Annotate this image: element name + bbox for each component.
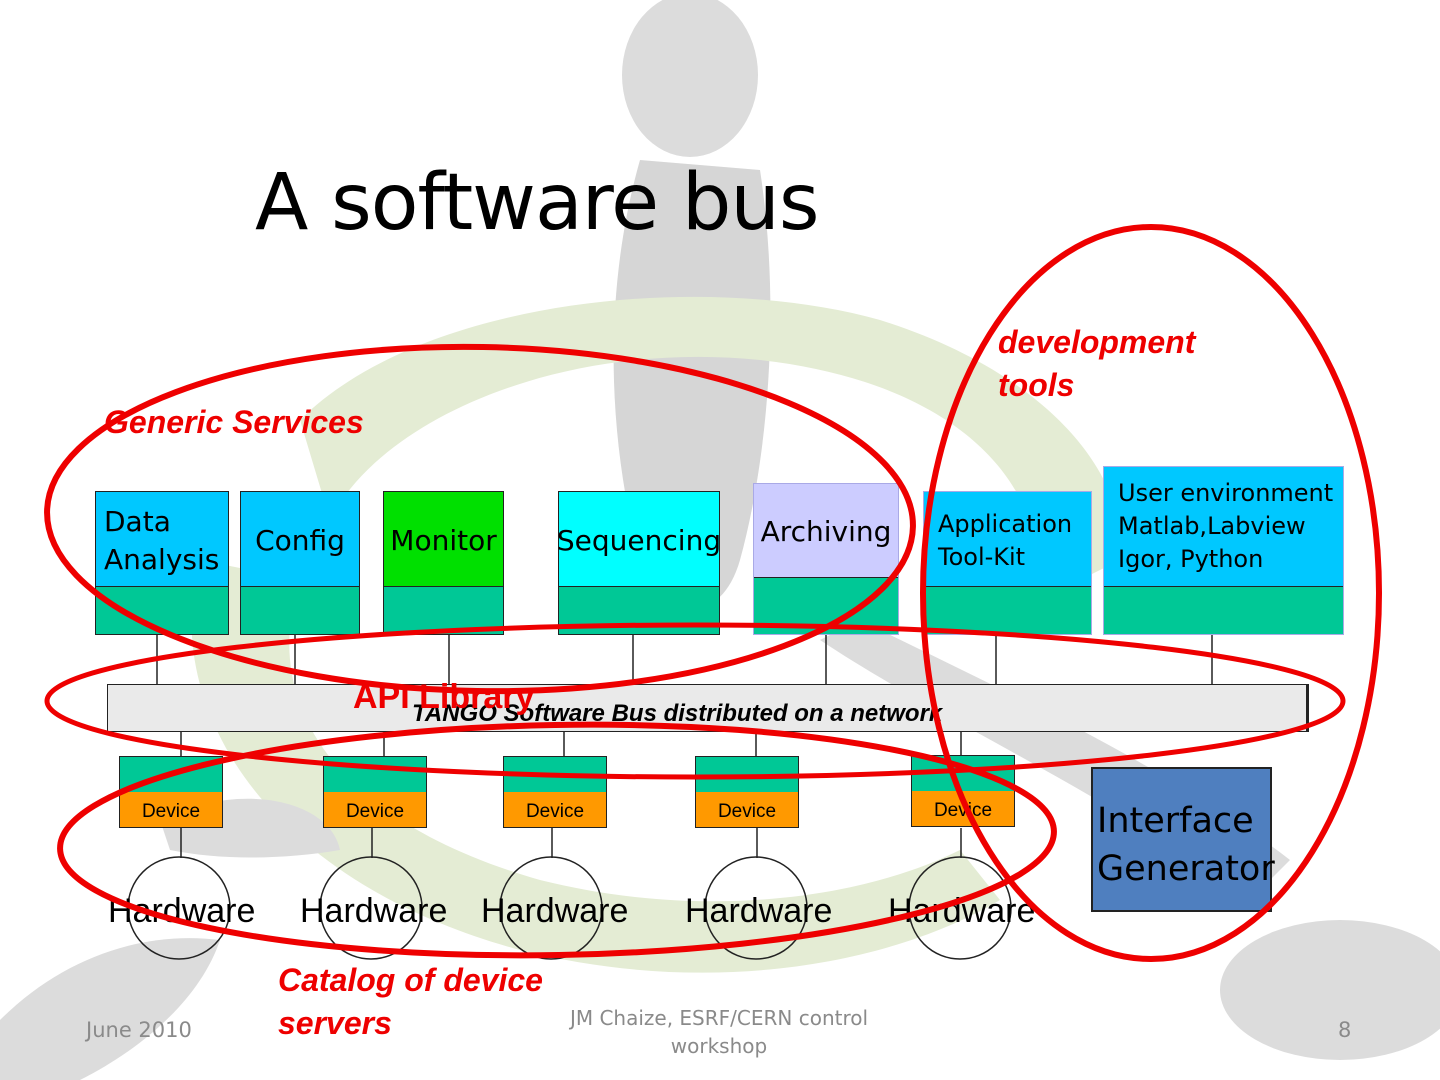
service-label: Archiving bbox=[760, 515, 892, 548]
device-label: Device bbox=[120, 792, 222, 827]
interface-generator-box: Interface Generator bbox=[1091, 767, 1275, 912]
development-tools-label: development tools bbox=[998, 324, 1196, 403]
service-api-block bbox=[1104, 586, 1343, 634]
hardware-circle-2 bbox=[319, 856, 423, 960]
tango-bus-label: TANGO Software Bus distributed on a netw… bbox=[412, 700, 943, 727]
footer-page-number: 8 bbox=[1338, 1018, 1352, 1042]
hardware-label-2: Hardware bbox=[300, 892, 448, 930]
generic-services-ellipse bbox=[44, 343, 916, 695]
api-library-label: API Library bbox=[353, 678, 535, 716]
service-label: Sequencing bbox=[556, 523, 722, 557]
hardware-circle-4 bbox=[704, 856, 808, 960]
service-label: Monitor bbox=[390, 523, 497, 557]
device-label: Device bbox=[324, 792, 426, 827]
service-box-user: User environment Matlab,Labview Igor, Py… bbox=[1103, 466, 1344, 635]
service-label: Config bbox=[255, 523, 345, 557]
device-label: Device bbox=[696, 792, 798, 827]
service-box-application: Application Tool-Kit bbox=[923, 491, 1092, 635]
api-library-ellipse bbox=[44, 622, 1346, 780]
footer-event: JM Chaize, ESRF/CERN control workshop bbox=[569, 1006, 869, 1058]
service-label: Application Tool-Kit bbox=[938, 509, 1073, 571]
service-label: User environment Matlab,Labview Igor, Py… bbox=[1118, 479, 1334, 573]
tango-software-bus bbox=[107, 684, 1309, 732]
service-label: Data Analysis bbox=[104, 504, 220, 576]
hardware-circle-5 bbox=[908, 856, 1012, 960]
development-tools-ellipse bbox=[920, 224, 1382, 962]
service-box-archiving: Archiving bbox=[753, 483, 899, 635]
catalog-label: Catalog of device servers bbox=[278, 962, 543, 1041]
service-api-block bbox=[924, 586, 1091, 634]
generic-services-label: Generic Services bbox=[104, 404, 364, 440]
service-api-block bbox=[384, 586, 503, 634]
service-box-config: Config bbox=[240, 491, 360, 635]
service-box-monitor: Monitor bbox=[383, 491, 504, 635]
hardware-circle-3 bbox=[499, 856, 603, 960]
service-api-block bbox=[241, 586, 359, 634]
device-server-5: Device bbox=[911, 755, 1015, 827]
hardware-label-3: Hardware bbox=[481, 892, 629, 930]
footer-date: June 2010 bbox=[86, 1018, 192, 1042]
catalog-ellipse bbox=[57, 721, 1057, 959]
hardware-label-4: Hardware bbox=[685, 892, 833, 930]
slide-title: A software bus bbox=[255, 158, 819, 248]
device-label: Device bbox=[504, 792, 606, 827]
